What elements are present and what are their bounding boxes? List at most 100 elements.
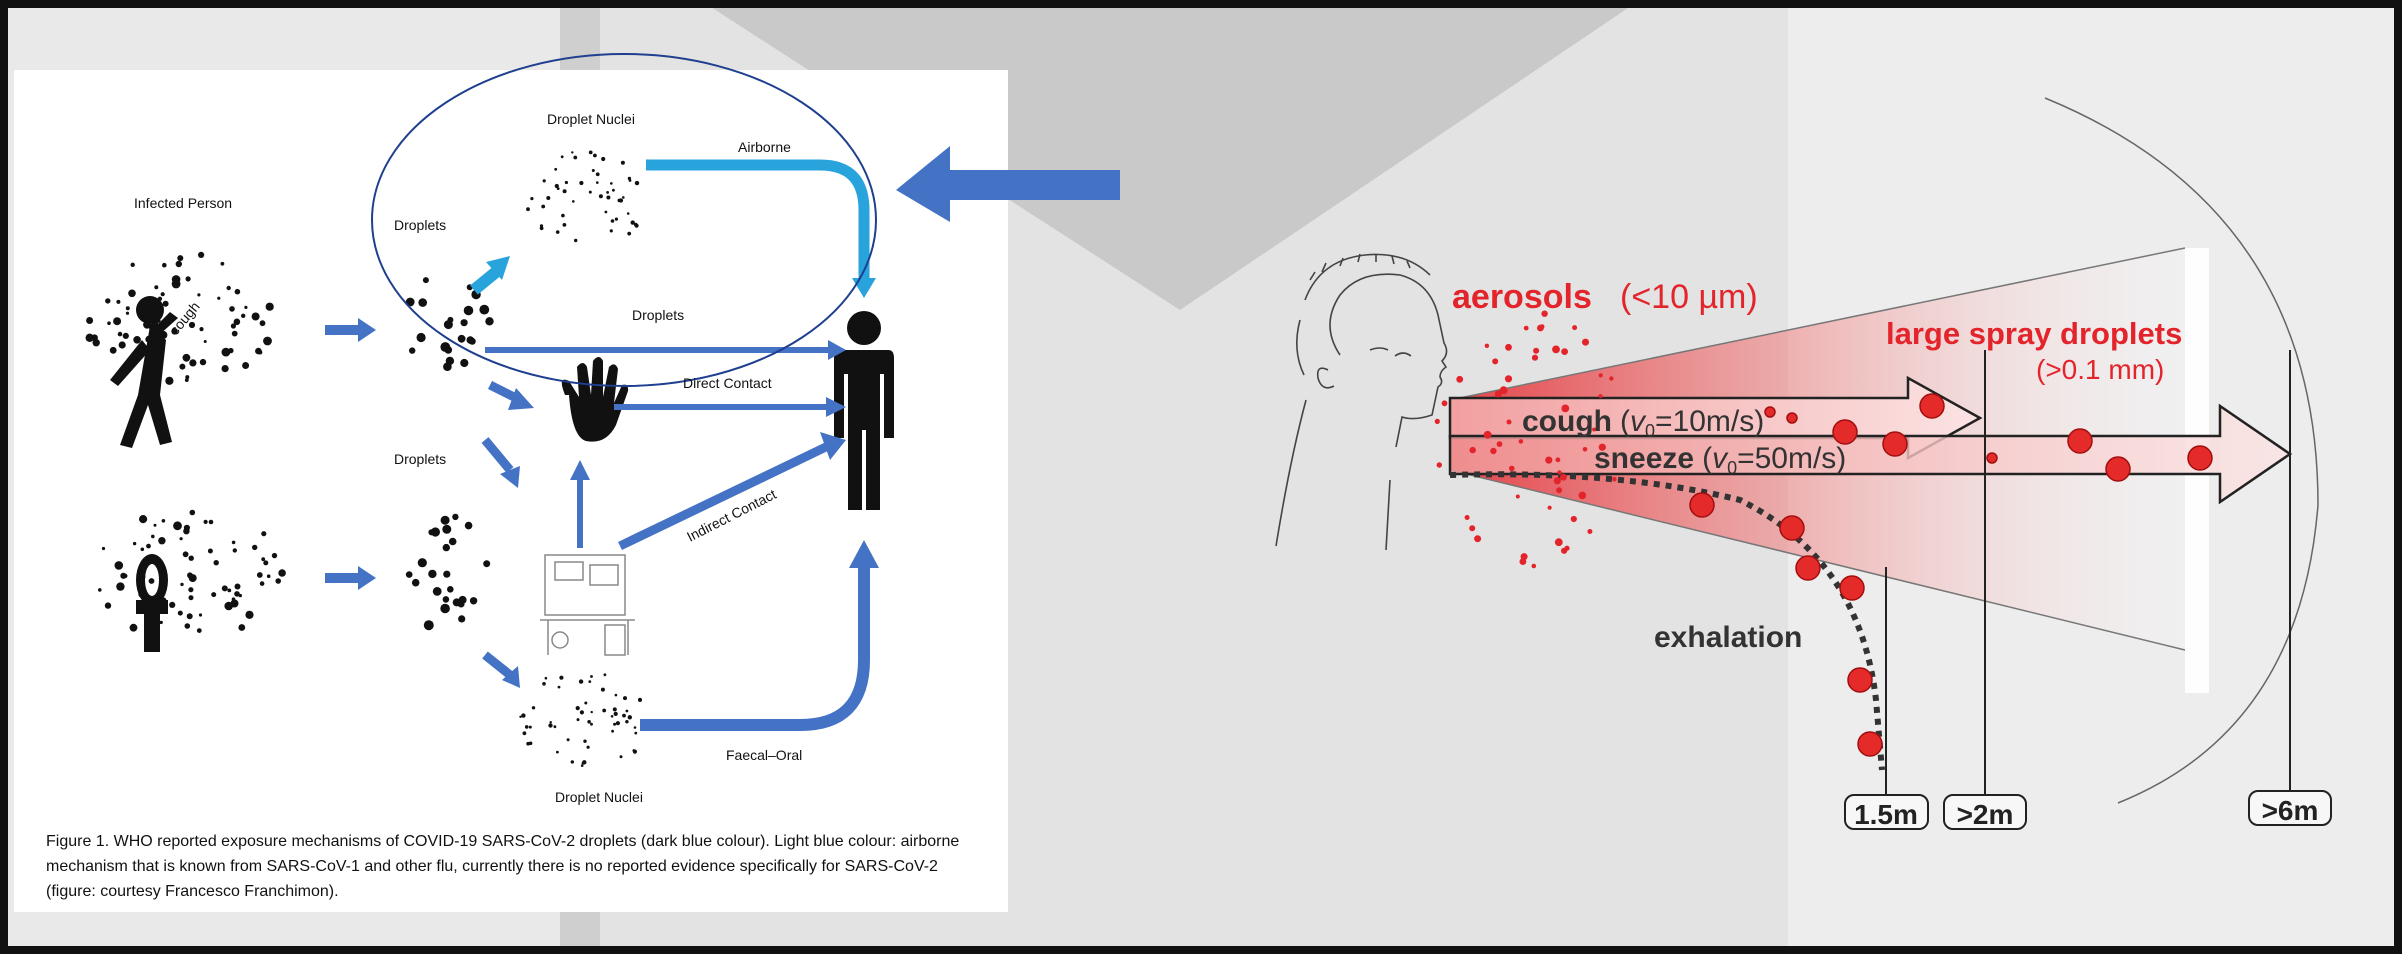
nucleus-dot bbox=[559, 675, 564, 680]
spray-dot bbox=[184, 378, 189, 382]
aerosol-dot bbox=[1582, 447, 1588, 452]
spray-dot bbox=[207, 548, 213, 554]
spray-dot bbox=[197, 293, 201, 297]
spray-dot bbox=[198, 251, 205, 258]
surfaces-sketch bbox=[540, 554, 635, 656]
droplet-dot bbox=[463, 305, 474, 316]
faecal-oral-label: Faecal–Oral bbox=[726, 747, 802, 763]
nucleus-dot bbox=[596, 181, 599, 184]
caption-line-2: mechanism that is known from SARS-CoV-1 … bbox=[46, 858, 938, 875]
large-droplet bbox=[1919, 393, 1945, 419]
spray-dot bbox=[199, 327, 204, 332]
aerosol-dot bbox=[1505, 343, 1512, 351]
spray-dot bbox=[263, 336, 272, 346]
nucleus-dot bbox=[612, 188, 615, 192]
droplet-dot bbox=[447, 586, 454, 593]
aerosol-dot bbox=[1598, 443, 1606, 451]
spray-dot bbox=[130, 262, 135, 267]
nucleus-dot bbox=[560, 155, 564, 159]
spray-dot bbox=[165, 376, 174, 385]
nucleus-dot bbox=[580, 764, 584, 767]
aerosol-dot bbox=[1547, 505, 1552, 510]
toilet-spray-dots bbox=[98, 509, 286, 633]
droplet-dot bbox=[464, 521, 473, 530]
nucleus-dot bbox=[562, 223, 567, 227]
droplet-dot bbox=[428, 529, 435, 536]
aerosol-dot bbox=[1552, 345, 1560, 354]
spray-dot bbox=[92, 339, 100, 347]
spray-dot bbox=[245, 610, 254, 619]
nucleus-dot bbox=[627, 231, 632, 236]
aerosol-dot bbox=[1554, 538, 1563, 547]
nucleus-dot bbox=[546, 196, 551, 200]
nucleus-dot bbox=[634, 180, 640, 186]
droplet-dot bbox=[448, 537, 457, 546]
spray-dot bbox=[231, 540, 236, 545]
spray-dot bbox=[185, 276, 191, 282]
nucleus-dot bbox=[627, 176, 632, 181]
nucleus-dot bbox=[556, 187, 560, 191]
spray-dot bbox=[118, 341, 126, 349]
spray-dot bbox=[175, 260, 182, 268]
spray-dot bbox=[182, 353, 191, 362]
spray-dot bbox=[117, 331, 123, 337]
aerosol-dot bbox=[1598, 373, 1603, 378]
aerosol-dot bbox=[1555, 457, 1561, 463]
spray-dot bbox=[129, 623, 138, 632]
spray-dot bbox=[189, 359, 197, 367]
large-droplet bbox=[1857, 731, 1883, 757]
nucleus-dot bbox=[564, 180, 569, 185]
spray-dot bbox=[179, 537, 183, 541]
spray-dot bbox=[125, 306, 130, 311]
nucleus-dot bbox=[579, 180, 584, 186]
airborne-label: Airborne bbox=[738, 139, 791, 155]
nucleus-dot bbox=[634, 223, 639, 228]
distance-box-1-5m: 1.5m bbox=[1844, 794, 1929, 830]
droplet-dot bbox=[422, 277, 429, 284]
aerosol-dot bbox=[1504, 375, 1513, 383]
cough-spray-dots bbox=[85, 251, 274, 385]
spray-dot bbox=[177, 610, 183, 616]
nucleus-dot bbox=[554, 183, 559, 189]
droplet-dot bbox=[442, 524, 452, 534]
aerosol-dot bbox=[1464, 515, 1470, 520]
nucleus-dot bbox=[575, 706, 580, 711]
direct-contact-label: Direct Contact bbox=[683, 375, 772, 391]
nucleus-dot bbox=[595, 172, 600, 177]
face-sketch bbox=[1275, 253, 1448, 551]
nucleus-dot bbox=[557, 685, 561, 689]
nucleus-dot bbox=[542, 179, 546, 183]
spray-dot bbox=[148, 578, 155, 584]
distance-arc bbox=[2044, 97, 2319, 804]
distance-label-6m: >6m bbox=[2262, 795, 2319, 826]
spray-dot bbox=[180, 582, 184, 587]
aerosols-size-label: (<10 µm) bbox=[1620, 278, 1758, 316]
nucleus-dot bbox=[626, 212, 630, 215]
spray-dot bbox=[234, 583, 241, 590]
spray-dot bbox=[109, 346, 117, 354]
spray-dot bbox=[259, 320, 266, 327]
spray-dot bbox=[198, 613, 203, 617]
droplets-mid-label: Droplets bbox=[632, 307, 684, 323]
spray-dot bbox=[271, 552, 278, 559]
distance-label-2m: >2m bbox=[1957, 799, 2014, 830]
nucleus-dot bbox=[588, 680, 592, 683]
aerosol-dot bbox=[1519, 558, 1527, 565]
nucleus-dot bbox=[602, 708, 607, 713]
droplets-top-label: Droplets bbox=[394, 217, 446, 233]
distance-box-2m: >2m bbox=[1943, 794, 2027, 830]
spray-dot bbox=[145, 335, 153, 343]
spray-dot bbox=[227, 588, 232, 593]
spray-dot bbox=[125, 311, 130, 315]
aerosol-dot bbox=[1441, 400, 1448, 407]
spray-dot bbox=[85, 333, 94, 342]
spray-dot bbox=[140, 547, 145, 552]
nucleus-dot bbox=[544, 676, 548, 680]
large-droplet bbox=[1847, 667, 1873, 693]
nucleus-dot bbox=[562, 189, 567, 194]
droplet-dot bbox=[428, 569, 437, 579]
droplet-dot bbox=[445, 356, 455, 366]
spray-dot bbox=[224, 601, 233, 611]
spray-dot bbox=[159, 620, 163, 625]
